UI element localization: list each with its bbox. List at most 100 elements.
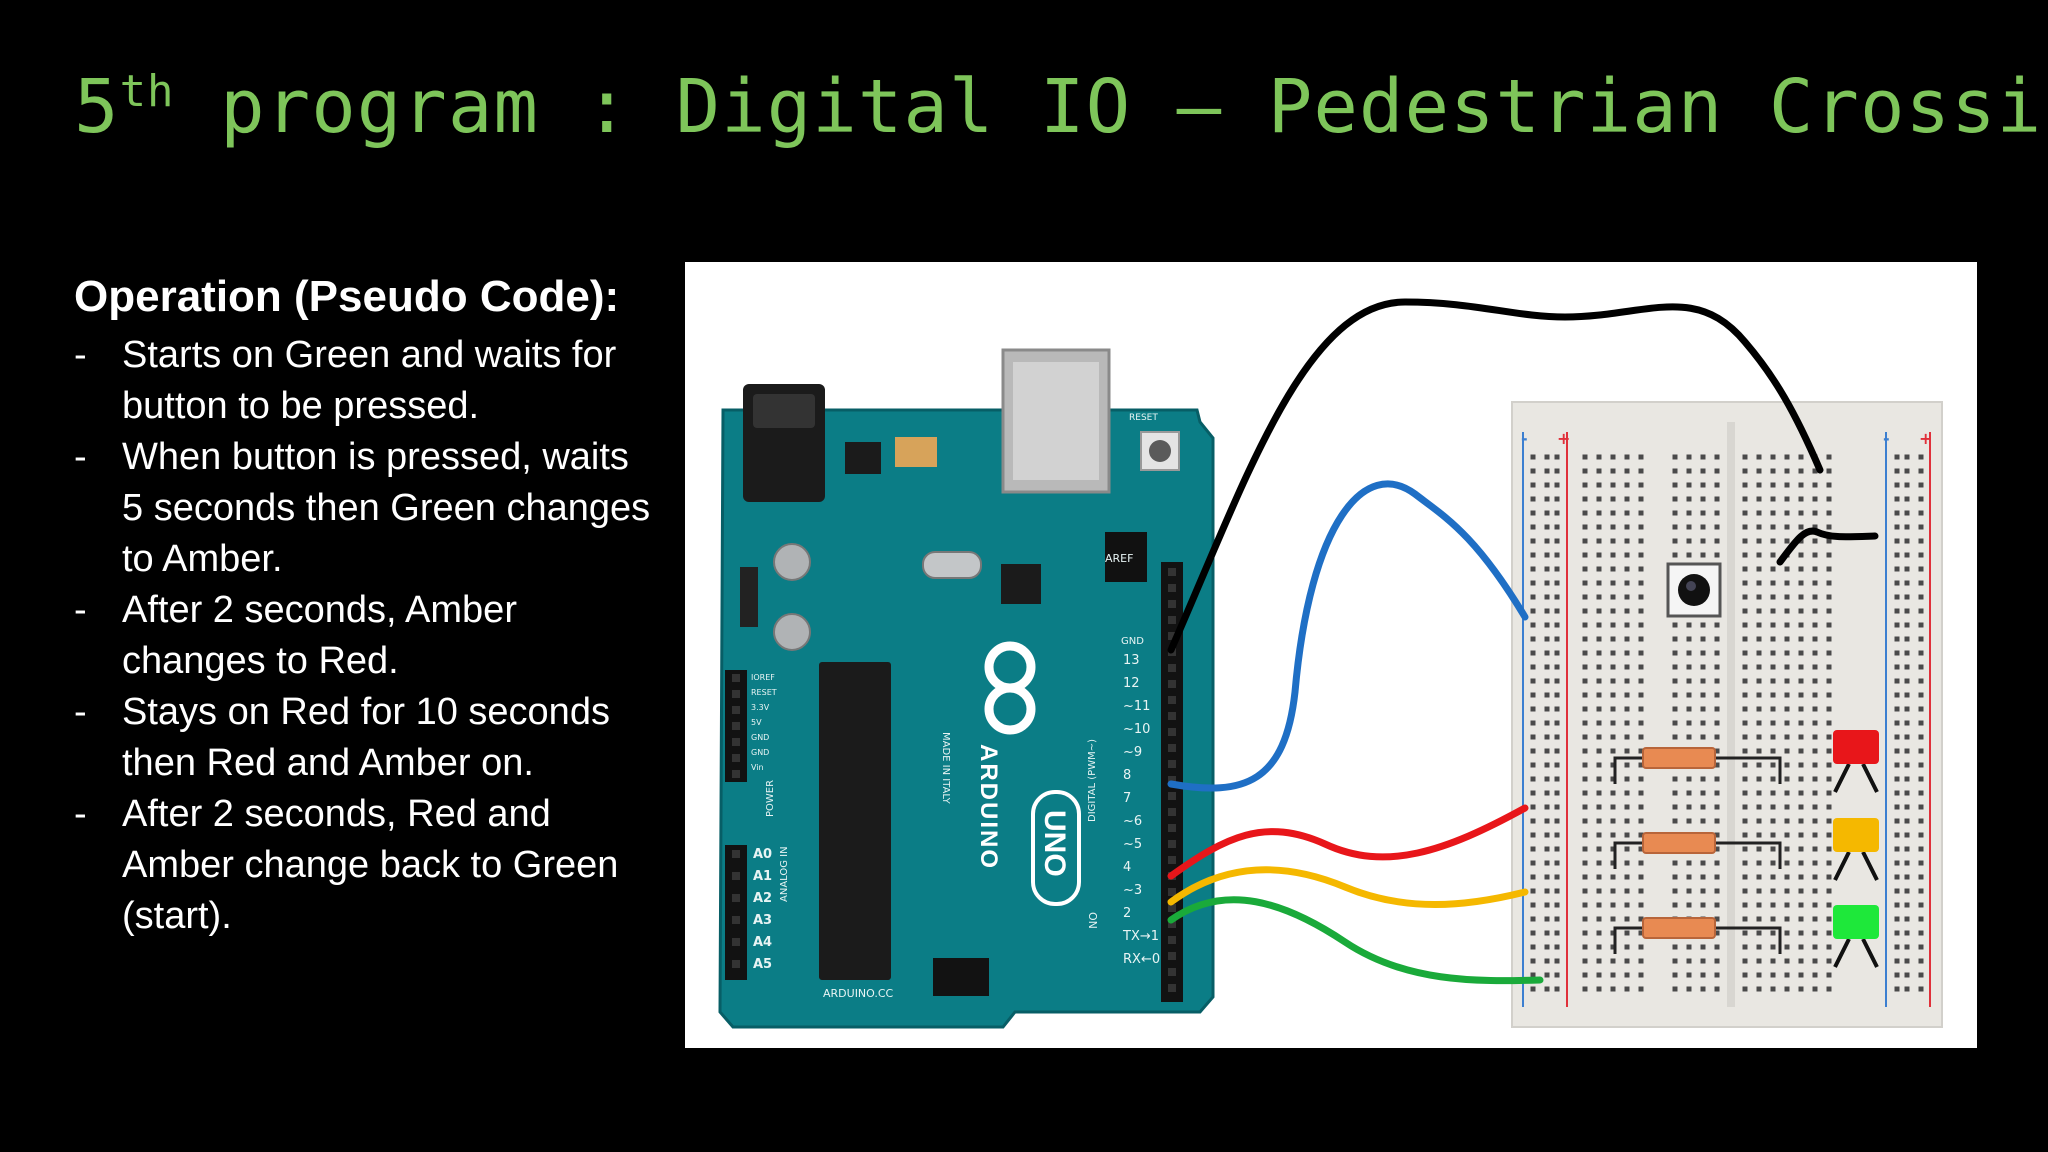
breadboard-hole bbox=[1894, 538, 1900, 544]
breadboard-hole bbox=[1554, 832, 1560, 838]
breadboard-hole bbox=[1918, 888, 1924, 894]
bullet-dash: - bbox=[74, 589, 87, 631]
operation-step: -When button is pressed, waits 5 seconds… bbox=[74, 432, 654, 585]
breadboard-hole bbox=[1672, 944, 1678, 950]
breadboard-hole bbox=[1742, 650, 1748, 656]
breadboard-hole bbox=[1742, 748, 1748, 754]
breadboard-hole bbox=[1714, 678, 1720, 684]
breadboard-hole bbox=[1918, 790, 1924, 796]
breadboard-hole bbox=[1784, 566, 1790, 572]
analog-pin-label: A5 bbox=[753, 957, 772, 972]
breadboard-hole bbox=[1624, 888, 1630, 894]
breadboard-hole bbox=[1798, 916, 1804, 922]
digital-pin-label: ~3 bbox=[1123, 883, 1142, 898]
breadboard-hole bbox=[1530, 496, 1536, 502]
breadboard-hole bbox=[1544, 622, 1550, 628]
breadboard-hole bbox=[1742, 958, 1748, 964]
breadboard-hole bbox=[1742, 538, 1748, 544]
breadboard-hole bbox=[1686, 720, 1692, 726]
breadboard-hole bbox=[1638, 846, 1644, 852]
breadboard-hole bbox=[1672, 986, 1678, 992]
breadboard-hole bbox=[1554, 748, 1560, 754]
breadboard-hole bbox=[1798, 902, 1804, 908]
breadboard-hole bbox=[1544, 692, 1550, 698]
breadboard-hole bbox=[1742, 692, 1748, 698]
breadboard-hole bbox=[1904, 874, 1910, 880]
header-pin bbox=[1168, 920, 1176, 928]
breadboard-hole bbox=[1918, 972, 1924, 978]
diode bbox=[740, 567, 758, 627]
breadboard-hole bbox=[1544, 916, 1550, 922]
breadboard-hole bbox=[1826, 538, 1832, 544]
breadboard-hole bbox=[1596, 510, 1602, 516]
breadboard-hole bbox=[1894, 902, 1900, 908]
breadboard-hole bbox=[1582, 818, 1588, 824]
breadboard-hole bbox=[1770, 972, 1776, 978]
breadboard-hole bbox=[1700, 972, 1706, 978]
breadboard-hole bbox=[1554, 972, 1560, 978]
breadboard-hole bbox=[1918, 636, 1924, 642]
icsp-header bbox=[1105, 532, 1147, 582]
breadboard-hole bbox=[1812, 776, 1818, 782]
breadboard-hole bbox=[1610, 510, 1616, 516]
breadboard-hole bbox=[1756, 482, 1762, 488]
breadboard-hole bbox=[1582, 902, 1588, 908]
breadboard-hole bbox=[1742, 818, 1748, 824]
breadboard-hole bbox=[1596, 664, 1602, 670]
breadboard-hole bbox=[1826, 846, 1832, 852]
breadboard-hole bbox=[1798, 678, 1804, 684]
breadboard-hole bbox=[1798, 762, 1804, 768]
breadboard-hole bbox=[1918, 706, 1924, 712]
breadboard-hole bbox=[1544, 664, 1550, 670]
breadboard-hole bbox=[1798, 972, 1804, 978]
breadboard-hole bbox=[1714, 496, 1720, 502]
breadboard-hole bbox=[1756, 622, 1762, 628]
breadboard-hole bbox=[1812, 874, 1818, 880]
breadboard-hole bbox=[1596, 944, 1602, 950]
breadboard-hole bbox=[1544, 650, 1550, 656]
breadboard-hole bbox=[1686, 776, 1692, 782]
breadboard-hole bbox=[1638, 664, 1644, 670]
breadboard-hole bbox=[1610, 678, 1616, 684]
breadboard-hole bbox=[1770, 664, 1776, 670]
breadboard-hole bbox=[1530, 958, 1536, 964]
breadboard-hole bbox=[1582, 608, 1588, 614]
breadboard-hole bbox=[1798, 986, 1804, 992]
breadboard-hole bbox=[1826, 888, 1832, 894]
breadboard-hole bbox=[1742, 706, 1748, 712]
breadboard-hole bbox=[1714, 524, 1720, 530]
breadboard-hole bbox=[1638, 832, 1644, 838]
breadboard-hole bbox=[1714, 468, 1720, 474]
breadboard-hole bbox=[1596, 622, 1602, 628]
breadboard-hole bbox=[1742, 930, 1748, 936]
breadboard-hole bbox=[1770, 916, 1776, 922]
breadboard-hole bbox=[1784, 986, 1790, 992]
breadboard-hole bbox=[1784, 580, 1790, 586]
breadboard-hole bbox=[1904, 888, 1910, 894]
breadboard: - + + - bbox=[1511, 401, 1943, 1028]
breadboard-hole bbox=[1826, 706, 1832, 712]
breadboard-hole bbox=[1638, 524, 1644, 530]
breadboard-hole bbox=[1700, 888, 1706, 894]
breadboard-hole bbox=[1784, 664, 1790, 670]
reset-label: RESET bbox=[1129, 413, 1158, 423]
breadboard-hole bbox=[1638, 594, 1644, 600]
breadboard-hole bbox=[1918, 510, 1924, 516]
breadboard-hole bbox=[1784, 888, 1790, 894]
breadboard-hole bbox=[1756, 902, 1762, 908]
breadboard-hole bbox=[1544, 706, 1550, 712]
digital-pin-label: ~9 bbox=[1123, 745, 1142, 760]
breadboard-hole bbox=[1918, 608, 1924, 614]
breadboard-hole bbox=[1582, 594, 1588, 600]
rail-mark: + bbox=[1557, 429, 1570, 448]
breadboard-hole bbox=[1700, 468, 1706, 474]
operation-step-text: After 2 seconds, Red and Amber change ba… bbox=[122, 793, 619, 937]
breadboard-hole bbox=[1596, 832, 1602, 838]
breadboard-hole bbox=[1530, 594, 1536, 600]
breadboard-hole bbox=[1742, 524, 1748, 530]
breadboard-hole bbox=[1530, 552, 1536, 558]
operation-step: -Starts on Green and waits for button to… bbox=[74, 330, 654, 432]
breadboard-hole bbox=[1686, 468, 1692, 474]
breadboard-hole bbox=[1812, 748, 1818, 754]
